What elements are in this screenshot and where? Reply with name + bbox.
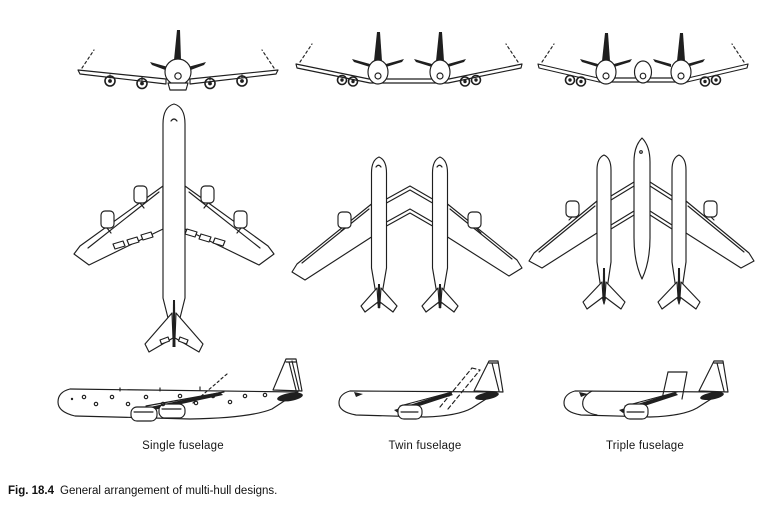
figure-caption: Fig. 18.4 General arrangement of multi-hu… xyxy=(8,485,277,497)
single-fuselage-plan-view-drawing xyxy=(73,103,275,353)
label-single-fuselage: Single fuselage xyxy=(142,440,224,452)
single-fuselage-front-view-drawing xyxy=(77,30,279,91)
label-triple-fuselage: Triple fuselage xyxy=(605,440,684,452)
twin-fuselage-plan-view-drawing xyxy=(291,156,523,313)
twin-fuselage-side-view-drawing xyxy=(338,360,504,420)
triple-fuselage-front-view-drawing xyxy=(537,33,749,87)
engine-icon xyxy=(564,74,722,87)
single-fuselage-side-view-drawing xyxy=(57,358,303,422)
engine-icon xyxy=(104,74,248,90)
twin-fuselage-front-view-drawing xyxy=(295,32,523,87)
triple-fuselage-side-view-drawing xyxy=(563,360,729,420)
triple-fuselage-plan-view-drawing xyxy=(528,137,755,310)
door-markings xyxy=(81,392,268,407)
figure-caption-text: General arrangement of multi-hull design… xyxy=(60,485,278,497)
figure-caption-number: Fig. 18.4 xyxy=(8,485,55,497)
engine-icon xyxy=(336,74,482,87)
label-twin-fuselage: Twin fuselage xyxy=(388,440,462,452)
